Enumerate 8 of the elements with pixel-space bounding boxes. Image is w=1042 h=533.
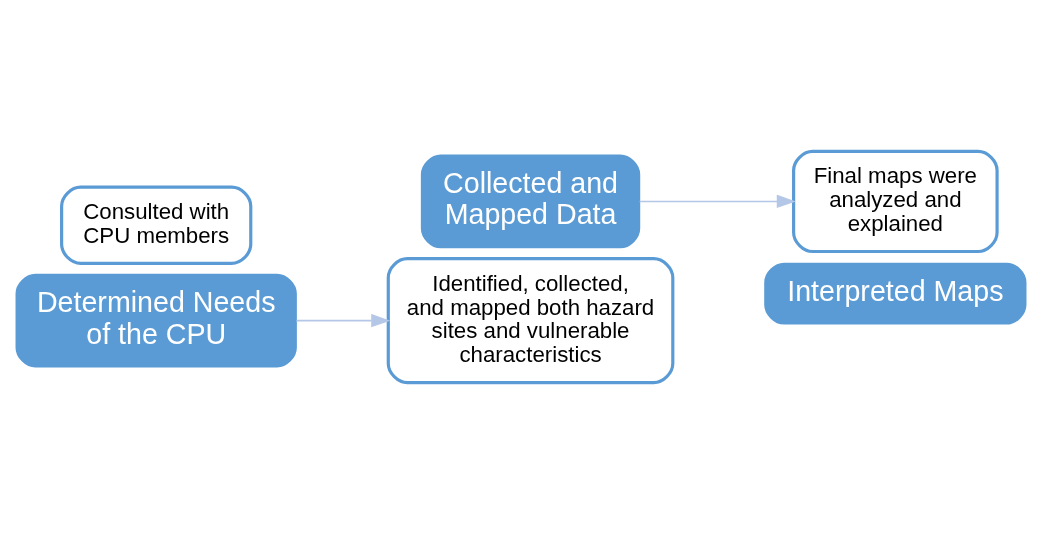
arrow	[295, 313, 391, 327]
node-box: Interpreted Maps	[764, 262, 1027, 325]
arrow	[638, 194, 796, 208]
node-box: Final maps were analyzed and explained	[792, 149, 999, 253]
node-box: Identified, collected, and mapped both hazard sites and vulnerable characteristics	[386, 256, 675, 384]
node-box: Determined Needs of the CPU	[15, 273, 297, 368]
node-box: Collected and Mapped Data	[420, 154, 641, 248]
node-box: Consulted with CPU members	[60, 185, 253, 265]
